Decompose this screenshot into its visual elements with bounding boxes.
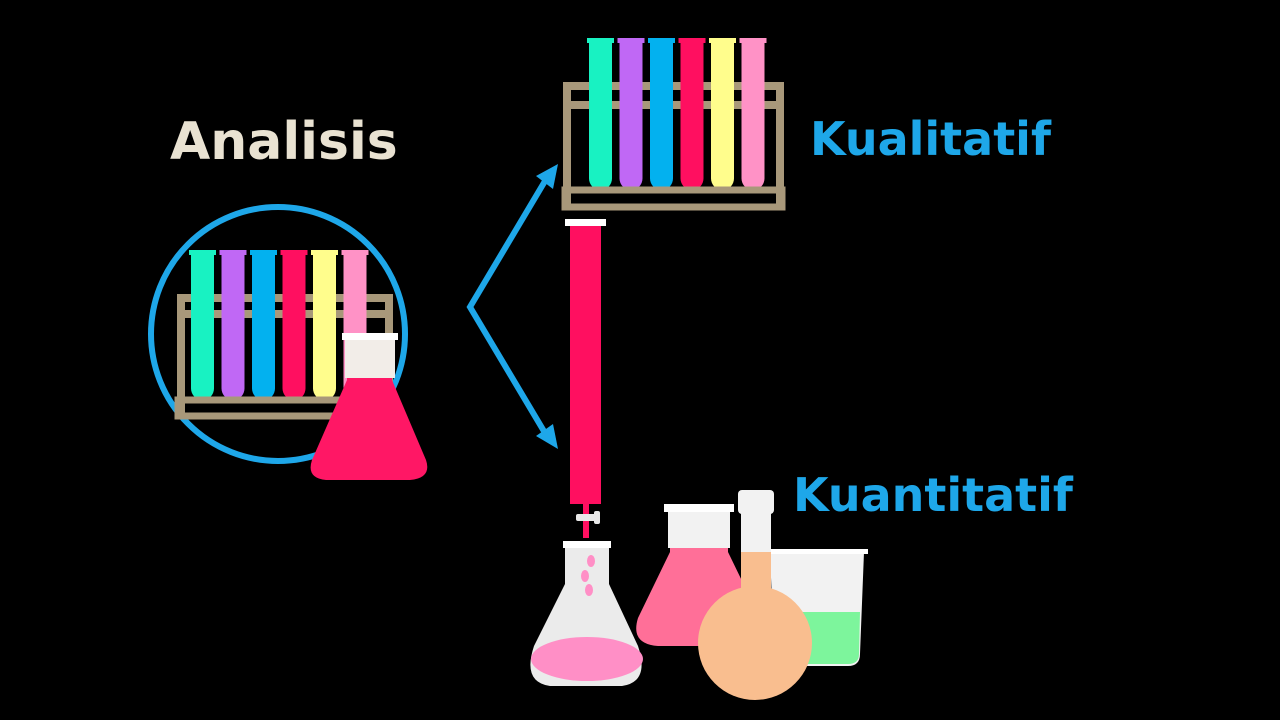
analysis-test-tube <box>252 254 275 400</box>
analisis-label: Analisis <box>170 112 398 172</box>
analysis-test-tube <box>282 254 306 400</box>
qualitative-test-tube <box>711 42 734 191</box>
analysis-icon <box>148 204 428 480</box>
analysis-circle <box>148 204 408 464</box>
kuantitatif-label: Kuantitatif <box>793 468 1073 522</box>
analysis-test-tube-rim <box>311 250 338 255</box>
arrow-head-up <box>536 164 558 189</box>
qualitative-test-tubes <box>587 38 767 191</box>
round-bottom-flask-icon <box>698 490 812 700</box>
qualitative-test-tube-rim <box>648 38 675 43</box>
kualitatif-label: Kualitatif <box>810 112 1051 166</box>
branch-arrow-icon <box>466 164 558 449</box>
qualitative-test-tube <box>680 42 704 191</box>
qualitative-test-tube <box>589 42 612 191</box>
analysis-test-tube <box>221 254 245 400</box>
analysis-test-tube-rim <box>189 250 216 255</box>
qualitative-rack-front <box>561 90 786 211</box>
qualitative-test-tube-rim <box>617 38 645 43</box>
analysis-test-tube-rim <box>219 250 247 255</box>
qualitative-test-tube-rim <box>678 38 706 43</box>
qualitative-icon <box>561 38 786 211</box>
analysis-test-tubes <box>189 250 369 400</box>
qualitative-test-tube <box>650 42 673 191</box>
qualitative-test-tube <box>619 42 643 191</box>
qualitative-test-tube-rim <box>587 38 614 43</box>
qualitative-test-tube <box>741 42 765 191</box>
burette-icon <box>565 219 606 538</box>
erlenmeyer-flask-icon <box>310 333 428 480</box>
titration-flask-icon <box>530 541 643 686</box>
arrow-head-down <box>536 424 558 449</box>
analysis-test-tube <box>191 254 214 400</box>
qualitative-test-tube-rim <box>739 38 767 43</box>
quantitative-icon <box>530 219 868 700</box>
analysis-test-tube-rim <box>280 250 308 255</box>
qualitative-test-tube-rim <box>709 38 736 43</box>
analysis-test-tube <box>313 254 336 400</box>
analysis-test-tube-rim <box>250 250 277 255</box>
analysis-test-tube-rim <box>341 250 369 255</box>
